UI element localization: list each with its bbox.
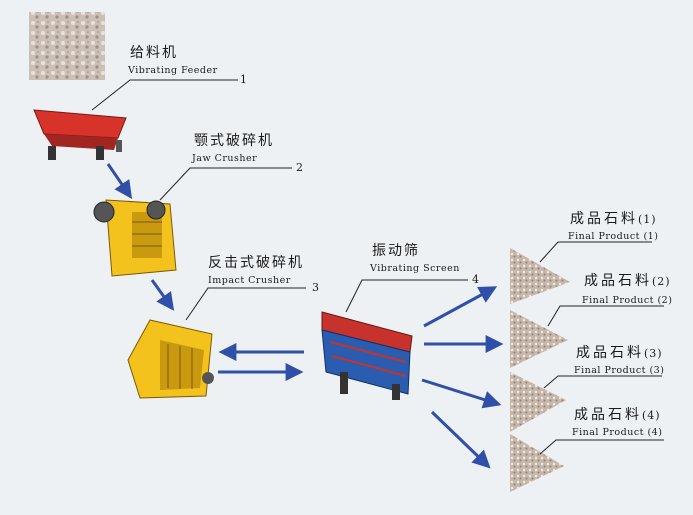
stage-1-chinese-label: 给料机 [130, 45, 178, 61]
stage-4-number: 4 [472, 273, 479, 286]
leader-line-2 [159, 167, 292, 201]
leader-line-1 [91, 79, 238, 111]
stage-2-english-label: Jaw Crusher [192, 153, 258, 164]
product-leader-2 [547, 305, 664, 327]
product-2-english-label: Final Product (2) [582, 295, 673, 306]
stage-3-chinese-label: 反击式破碎机 [208, 255, 304, 271]
stage-1-number: 1 [240, 73, 247, 86]
product-leader-3 [543, 375, 662, 389]
stage-4-english-label: Vibrating Screen [370, 263, 460, 274]
stage-3-english-label: Impact Crusher [208, 275, 291, 286]
product-2-chinese-label: 成品石料(2) [584, 273, 671, 289]
final-product-pile-2 [510, 310, 568, 368]
stage-2-chinese-label: 颚式破碎机 [194, 133, 274, 149]
product-1-index: (1) [638, 213, 657, 226]
final-product-pile-1 [510, 248, 570, 304]
leader-line-3 [185, 287, 306, 321]
arrow-to-product-4 [430, 410, 491, 469]
product-1-chinese-label: 成品石料(1) [570, 211, 657, 227]
stage-4-chinese-label: 振动筛 [372, 243, 420, 259]
raw-stone-image [29, 12, 105, 80]
final-product-pile-3 [510, 372, 566, 432]
product-3-index: (3) [644, 347, 663, 360]
product-leader-4 [539, 439, 664, 455]
final-product-pile-4 [510, 434, 564, 492]
stage-2-number: 2 [296, 161, 303, 174]
product-4-index: (4) [642, 409, 661, 422]
product-4-english-label: Final Product (4) [572, 427, 663, 438]
product-4-chinese-label: 成品石料(4) [574, 407, 661, 423]
product-2-index: (2) [652, 275, 671, 288]
arrow-jaw-to-impact [150, 279, 175, 311]
vibrating-feeder-machine [33, 109, 127, 160]
product-leader-1 [539, 241, 652, 263]
arrow-feeder-to-jaw [106, 163, 133, 199]
stage-1-english-label: Vibrating Feeder [128, 65, 218, 76]
product-3-chinese-label: 成品石料(3) [576, 345, 663, 361]
jaw-crusher-machine [93, 199, 177, 277]
arrow-to-product-3 [421, 378, 502, 409]
impact-crusher-machine [127, 319, 214, 399]
leader-line-4 [345, 279, 468, 313]
vibrating-screen-machine [321, 311, 413, 400]
arrow-to-product-1 [423, 286, 498, 328]
stage-3-number: 3 [312, 281, 319, 294]
product-1-english-label: Final Product (1) [568, 231, 659, 242]
product-3-english-label: Final Product (3) [574, 365, 665, 376]
